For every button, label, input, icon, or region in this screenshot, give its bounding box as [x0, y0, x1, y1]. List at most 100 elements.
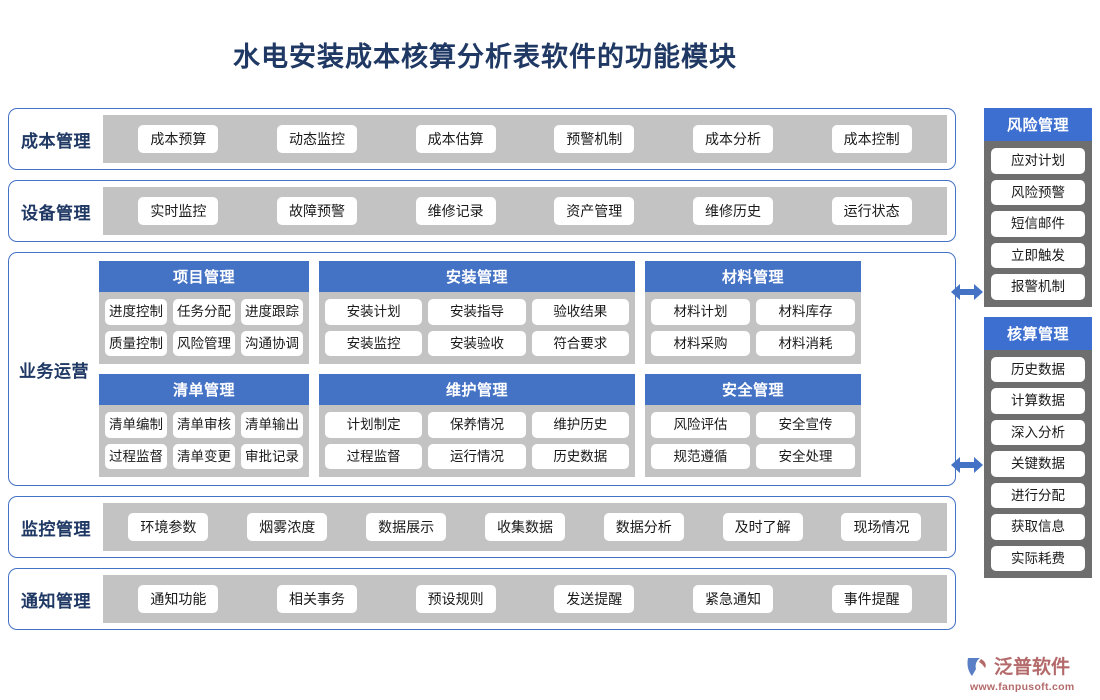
card-item[interactable]: 清单审核	[173, 412, 235, 438]
card-item[interactable]: 清单编制	[105, 412, 167, 438]
side-item[interactable]: 计算数据	[991, 388, 1085, 414]
card-installation-management: 安装管理 安装计划 安装指导 验收结果 安装监控 安装验收 符合要求	[319, 261, 635, 365]
card-row: 规范遵循 安全处理	[651, 443, 855, 470]
card-maintenance-management: 维护管理 计划制定 保养情况 维护历史 过程监督 运行情况 历史数据	[319, 374, 635, 478]
card-item[interactable]: 质量控制	[105, 330, 167, 357]
card-item[interactable]: 材料计划	[651, 299, 750, 325]
card-item[interactable]: 清单变更	[173, 443, 235, 470]
band-item[interactable]: 动态监控	[276, 124, 357, 154]
card-material-management: 材料管理 材料计划 材料库存 材料采购 材料消耗	[645, 261, 861, 365]
card-item[interactable]: 安全宣传	[756, 412, 855, 438]
side-panel-risk-management: 风险管理 应对计划 风险预警 短信邮件 立即触发 报警机制	[984, 108, 1092, 307]
band-item[interactable]: 紧急通知	[692, 585, 773, 614]
band-item[interactable]: 预警机制	[554, 124, 635, 154]
band-item[interactable]: 相关事务	[276, 585, 357, 614]
band-item[interactable]: 环境参数	[128, 513, 209, 542]
band-items-monitoring-management: 环境参数 烟雾浓度 数据展示 收集数据 数据分析 及时了解 现场情况	[103, 503, 947, 552]
card-item[interactable]: 安装计划	[325, 299, 423, 325]
side-item[interactable]: 历史数据	[991, 356, 1085, 383]
band-item[interactable]: 烟雾浓度	[247, 513, 328, 542]
card-title: 材料管理	[645, 261, 861, 292]
band-item[interactable]: 事件提醒	[831, 585, 912, 614]
side-panel-accounting-management: 核算管理 历史数据 计算数据 深入分析 关键数据 进行分配 获取信息 实际耗费	[984, 316, 1092, 579]
band-item[interactable]: 实时监控	[138, 196, 219, 226]
side-item[interactable]: 报警机制	[991, 274, 1085, 300]
card-item[interactable]: 风险评估	[651, 412, 750, 438]
band-item[interactable]: 维修历史	[692, 196, 773, 226]
card-body: 清单编制 清单审核 清单输出 过程监督 清单变更 审批记录	[99, 405, 309, 470]
card-item[interactable]: 沟通协调	[241, 330, 303, 357]
side-item[interactable]: 获取信息	[991, 514, 1085, 540]
side-panel-body: 历史数据 计算数据 深入分析 关键数据 进行分配 获取信息 实际耗费	[984, 350, 1092, 572]
band-item[interactable]: 预设规则	[415, 585, 496, 614]
side-item[interactable]: 进行分配	[991, 482, 1085, 509]
band-item[interactable]: 成本估算	[415, 124, 496, 154]
band-item[interactable]: 成本控制	[831, 124, 912, 154]
band-monitoring-management: 监控管理 环境参数 烟雾浓度 数据展示 收集数据 数据分析 及时了解 现场情况	[8, 496, 956, 559]
band-item[interactable]: 维修记录	[415, 196, 496, 226]
card-item[interactable]: 规范遵循	[651, 443, 750, 470]
side-item[interactable]: 应对计划	[991, 148, 1085, 174]
card-row: 安装计划 安装指导 验收结果	[325, 299, 629, 325]
band-business-operations: 业务运营 项目管理 进度控制 任务分配 进度跟踪 质量控制 风险管理	[8, 252, 956, 487]
side-item[interactable]: 立即触发	[991, 242, 1085, 269]
card-item[interactable]: 审批记录	[241, 443, 303, 470]
card-item[interactable]: 历史数据	[531, 443, 629, 470]
card-item[interactable]: 材料库存	[756, 299, 855, 325]
band-item[interactable]: 发送提醒	[554, 585, 635, 614]
card-body: 安装计划 安装指导 验收结果 安装监控 安装验收 符合要求	[319, 292, 635, 357]
side-item[interactable]: 实际耗费	[991, 545, 1085, 572]
double-arrow-icon	[950, 454, 984, 476]
band-item[interactable]: 收集数据	[484, 513, 565, 542]
card-item[interactable]: 安装验收	[428, 330, 526, 357]
band-items-notification-management: 通知功能 相关事务 预设规则 发送提醒 紧急通知 事件提醒	[103, 575, 947, 624]
band-notification-management: 通知管理 通知功能 相关事务 预设规则 发送提醒 紧急通知 事件提醒	[8, 568, 956, 631]
card-item[interactable]: 安全处理	[756, 443, 855, 470]
card-item[interactable]: 维护历史	[531, 412, 629, 438]
card-row: 过程监督 运行情况 历史数据	[325, 443, 629, 470]
card-item[interactable]: 运行情况	[428, 443, 526, 470]
band-item[interactable]: 成本分析	[692, 124, 773, 154]
card-title: 项目管理	[99, 261, 309, 292]
card-item[interactable]: 清单输出	[241, 412, 303, 438]
band-items-equipment-management: 实时监控 故障预警 维修记录 资产管理 维修历史 运行状态	[103, 187, 947, 235]
band-item[interactable]: 现场情况	[841, 513, 922, 542]
band-item[interactable]: 资产管理	[554, 196, 635, 226]
band-item[interactable]: 运行状态	[831, 196, 912, 226]
card-body: 材料计划 材料库存 材料采购 材料消耗	[645, 292, 861, 357]
card-item[interactable]: 安装监控	[325, 330, 423, 357]
fanpu-logo-icon	[966, 655, 992, 679]
card-item[interactable]: 符合要求	[531, 330, 629, 357]
card-item[interactable]: 过程监督	[325, 443, 423, 470]
band-item[interactable]: 通知功能	[138, 585, 219, 614]
card-item[interactable]: 材料消耗	[756, 330, 855, 357]
card-item[interactable]: 任务分配	[173, 299, 235, 325]
side-item[interactable]: 深入分析	[991, 419, 1085, 446]
side-item[interactable]: 风险预警	[991, 179, 1085, 206]
side-item[interactable]: 关键数据	[991, 451, 1085, 477]
logo-row: 泛普软件	[966, 655, 1070, 679]
card-item[interactable]: 保养情况	[428, 412, 526, 438]
card-item[interactable]: 过程监督	[105, 443, 167, 470]
card-item[interactable]: 计划制定	[325, 412, 423, 438]
band-cost-management: 成本管理 成本预算 动态监控 成本估算 预警机制 成本分析 成本控制	[8, 108, 956, 170]
band-item[interactable]: 数据分析	[603, 513, 684, 542]
card-item[interactable]: 验收结果	[531, 299, 629, 325]
side-item[interactable]: 短信邮件	[991, 211, 1085, 237]
brand-logo: 泛普软件 www.fanpusoft.com	[966, 655, 1096, 693]
right-sidebar: 风险管理 应对计划 风险预警 短信邮件 立即触发 报警机制 核算管理 历史数据 …	[984, 108, 1092, 588]
card-item[interactable]: 安装指导	[428, 299, 526, 325]
card-body: 进度控制 任务分配 进度跟踪 质量控制 风险管理 沟通协调	[99, 292, 309, 357]
band-equipment-management: 设备管理 实时监控 故障预警 维修记录 资产管理 维修历史 运行状态	[8, 180, 956, 242]
card-item[interactable]: 进度控制	[105, 299, 167, 325]
card-item[interactable]: 进度跟踪	[241, 299, 303, 325]
side-panel-title: 风险管理	[984, 108, 1092, 141]
band-item[interactable]: 数据展示	[366, 513, 447, 542]
card-item[interactable]: 材料采购	[651, 330, 750, 357]
band-item[interactable]: 成本预算	[138, 124, 219, 154]
card-row: 计划制定 保养情况 维护历史	[325, 412, 629, 438]
band-item[interactable]: 及时了解	[722, 513, 803, 542]
band-item[interactable]: 故障预警	[276, 196, 357, 226]
card-item[interactable]: 风险管理	[173, 330, 235, 357]
band-label-monitoring-management: 监控管理	[21, 519, 91, 539]
